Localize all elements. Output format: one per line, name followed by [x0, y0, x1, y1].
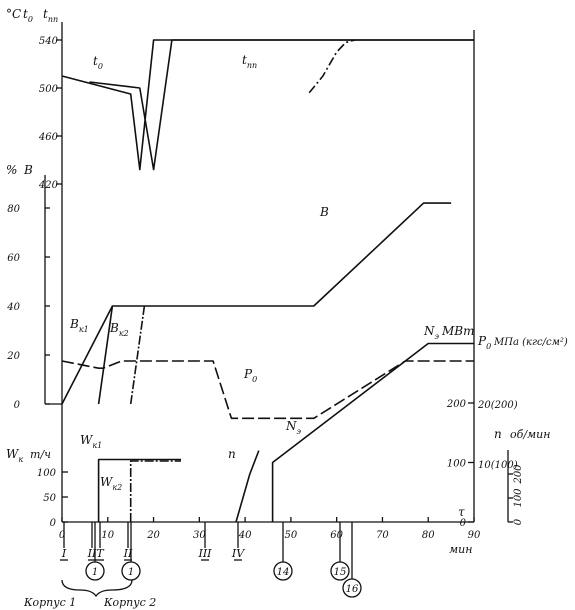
flow-symbol-label: Wк — [6, 447, 23, 464]
curve-label-1: tпп — [242, 53, 257, 70]
power-tick-label-0: 0 — [460, 518, 467, 529]
x-tick-label-2: 20 — [146, 530, 160, 541]
curve-label-8: n — [228, 447, 236, 461]
curve-7 — [97, 458, 181, 522]
speed-unit-label: об/мин — [510, 428, 551, 441]
curve-4 — [97, 305, 114, 405]
temp-unit-label: °C — [6, 7, 21, 21]
event-roman-5: IV — [231, 547, 245, 560]
curve-5 — [129, 305, 146, 405]
power-header-unit: МВт — [441, 324, 474, 338]
temp-tick-label-2: 500 — [39, 84, 59, 95]
curve-label-4: Bк2 — [109, 321, 129, 338]
x-unit-label: мин — [449, 543, 472, 556]
curve-3 — [61, 202, 452, 405]
power-tick-label-2: 200 — [446, 399, 467, 410]
curve-1 — [89, 39, 474, 171]
x-tick-label-5: 50 — [285, 530, 298, 541]
pressure-tick-label-1: 20(200) — [477, 400, 518, 411]
curve-9 — [235, 450, 260, 523]
valve-symbol-label: B — [23, 163, 33, 177]
circle-mark-1 — [121, 561, 141, 581]
circle-number-2: 14 — [277, 567, 290, 578]
group-brace — [61, 579, 133, 598]
x-tick-label-4: 40 — [238, 530, 252, 541]
valve-tick-label-4: 80 — [7, 204, 20, 215]
group-label-1: Корпус 2 — [103, 596, 156, 609]
valve-tick-label-2: 40 — [6, 302, 20, 313]
flow-tick-label-2: 100 — [37, 468, 57, 479]
circle-number-3: 15 — [334, 567, 347, 578]
curves-layer — [61, 39, 474, 523]
curve-label-0: t0 — [93, 54, 103, 71]
valve-tick-label-1: 20 — [6, 351, 20, 362]
x-symbol-label: τ — [458, 505, 465, 519]
curve-2 — [308, 39, 356, 94]
circle-mark-0 — [85, 561, 105, 581]
circle-number-0: 1 — [92, 567, 98, 578]
speed-tick-label-0: 0 — [513, 518, 524, 525]
circle-mark-2 — [273, 561, 293, 581]
curve-6 — [61, 360, 474, 420]
flow-unit-label: т/ч — [30, 448, 51, 461]
temp-tick-label-0: 420 — [38, 180, 59, 191]
x-tick-label-1: 10 — [101, 530, 114, 541]
power-header-symbol: Nэ — [423, 324, 440, 341]
group-label-0: Корпус 1 — [23, 596, 76, 609]
x-tick-label-7: 70 — [376, 530, 389, 541]
curve-label-2: B — [319, 205, 329, 219]
circle-number-1: 1 — [128, 567, 134, 578]
event-roman-3: II — [123, 547, 133, 560]
flow-tick-label-0: 0 — [50, 518, 57, 529]
valve-unit-label: % — [6, 163, 17, 177]
circle-number-4: 16 — [346, 584, 359, 595]
circle-mark-4 — [342, 578, 362, 598]
event-roman-0: I — [61, 547, 67, 560]
x-tick-label-6: 60 — [330, 530, 343, 541]
flow-tick-label-1: 50 — [43, 493, 56, 504]
curve-0 — [61, 39, 474, 171]
curve-10 — [271, 342, 474, 522]
circle-mark-3 — [330, 561, 350, 581]
x-tick-label-9: 90 — [468, 530, 481, 541]
speed-symbol-label: n — [494, 427, 502, 441]
event-roman-2: T — [96, 547, 105, 560]
temp-symbol-tpp: tпп — [43, 7, 58, 24]
speed-tick-label-1: 100 — [513, 488, 524, 508]
x-tick-label-8: 80 — [422, 530, 435, 541]
power-tick-label-1: 100 — [447, 459, 467, 470]
ticks-layer: 420460500540020406080050100010020010(100… — [6, 36, 524, 541]
x-tick-label-3: 30 — [193, 530, 206, 541]
curve-label-7: Wк2 — [100, 475, 122, 492]
pressure-tick-label-0: 10(100) — [478, 460, 518, 471]
temp-tick-label-3: 540 — [39, 36, 59, 47]
temp-symbol-t0: t0 — [23, 7, 33, 24]
curve-8 — [129, 460, 181, 522]
curve-label-5: P0 — [243, 367, 257, 384]
curve-label-9: Nэ — [285, 419, 302, 436]
speed-tick-label-2: 200 — [513, 464, 524, 485]
valve-tick-label-3: 60 — [7, 253, 20, 264]
curve-label-6: Wк1 — [80, 433, 102, 450]
temp-tick-label-1: 460 — [38, 132, 59, 143]
pressure-symbol-label: P0 — [477, 334, 491, 351]
curve-label-3: Bк1 — [69, 317, 89, 334]
event-roman-4: III — [197, 547, 212, 560]
event-roman-1: II — [87, 547, 97, 560]
pressure-unit-label: МПа (кгс/см²) — [493, 337, 568, 348]
valve-tick-label-0: 0 — [14, 400, 21, 411]
x-tick-label-0: 0 — [59, 530, 66, 541]
axes-layer — [44, 22, 509, 523]
